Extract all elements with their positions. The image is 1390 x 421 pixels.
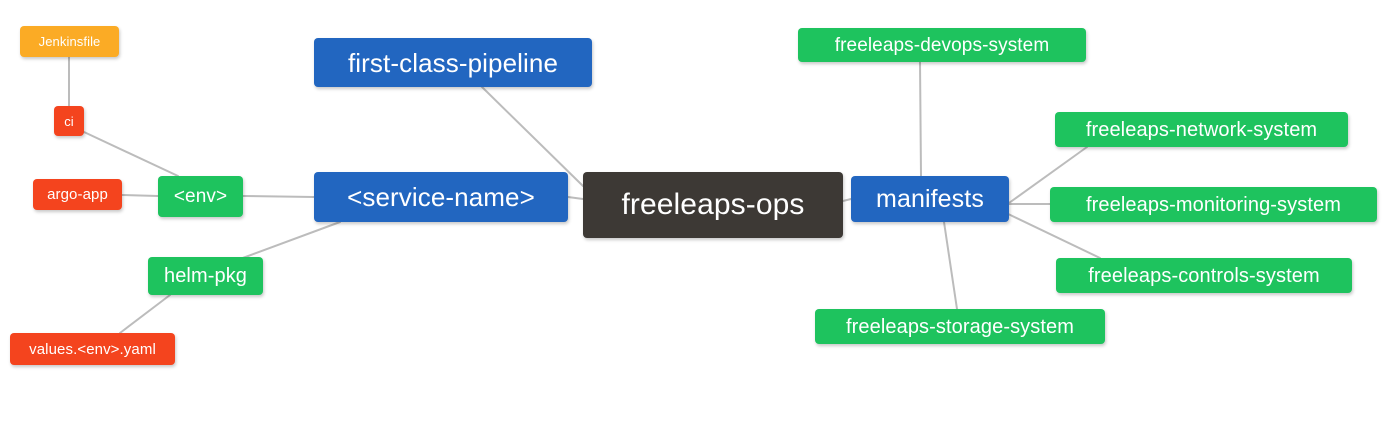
node-env[interactable]: <env> [158,176,243,217]
edge-helm-pkg-to-values-yaml [119,294,171,334]
edge-service-name-to-env [242,195,315,198]
edge-freeleaps-ops-to-service-name [567,196,584,200]
edge-freeleaps-ops-to-manifests [842,198,852,202]
node-freeleaps-network-system[interactable]: freeleaps-network-system [1055,112,1348,147]
edge-service-name-to-helm-pkg [239,221,341,260]
edge-env-to-ci [83,131,179,177]
node-freeleaps-storage-system[interactable]: freeleaps-storage-system [815,309,1105,344]
node-argo-app[interactable]: argo-app [33,179,122,210]
node-helm-pkg[interactable]: helm-pkg [148,257,263,295]
edge-env-to-argo-app [121,194,159,197]
node-jenkinsfile[interactable]: Jenkinsfile [20,26,119,57]
edge-manifests-to-freeleaps-devops-system [919,61,922,177]
node-freeleaps-controls-system[interactable]: freeleaps-controls-system [1056,258,1352,293]
node-values-yaml[interactable]: values.<env>.yaml [10,333,175,365]
node-ci[interactable]: ci [54,106,84,136]
node-service-name[interactable]: <service-name> [314,172,568,222]
edge-manifests-to-freeleaps-storage-system [943,221,958,310]
node-freeleaps-devops-system[interactable]: freeleaps-devops-system [798,28,1086,62]
node-freeleaps-ops[interactable]: freeleaps-ops [583,172,843,238]
node-manifests[interactable]: manifests [851,176,1009,222]
node-freeleaps-monitoring-system[interactable]: freeleaps-monitoring-system [1050,187,1377,222]
node-first-class-pipeline[interactable]: first-class-pipeline [314,38,592,87]
